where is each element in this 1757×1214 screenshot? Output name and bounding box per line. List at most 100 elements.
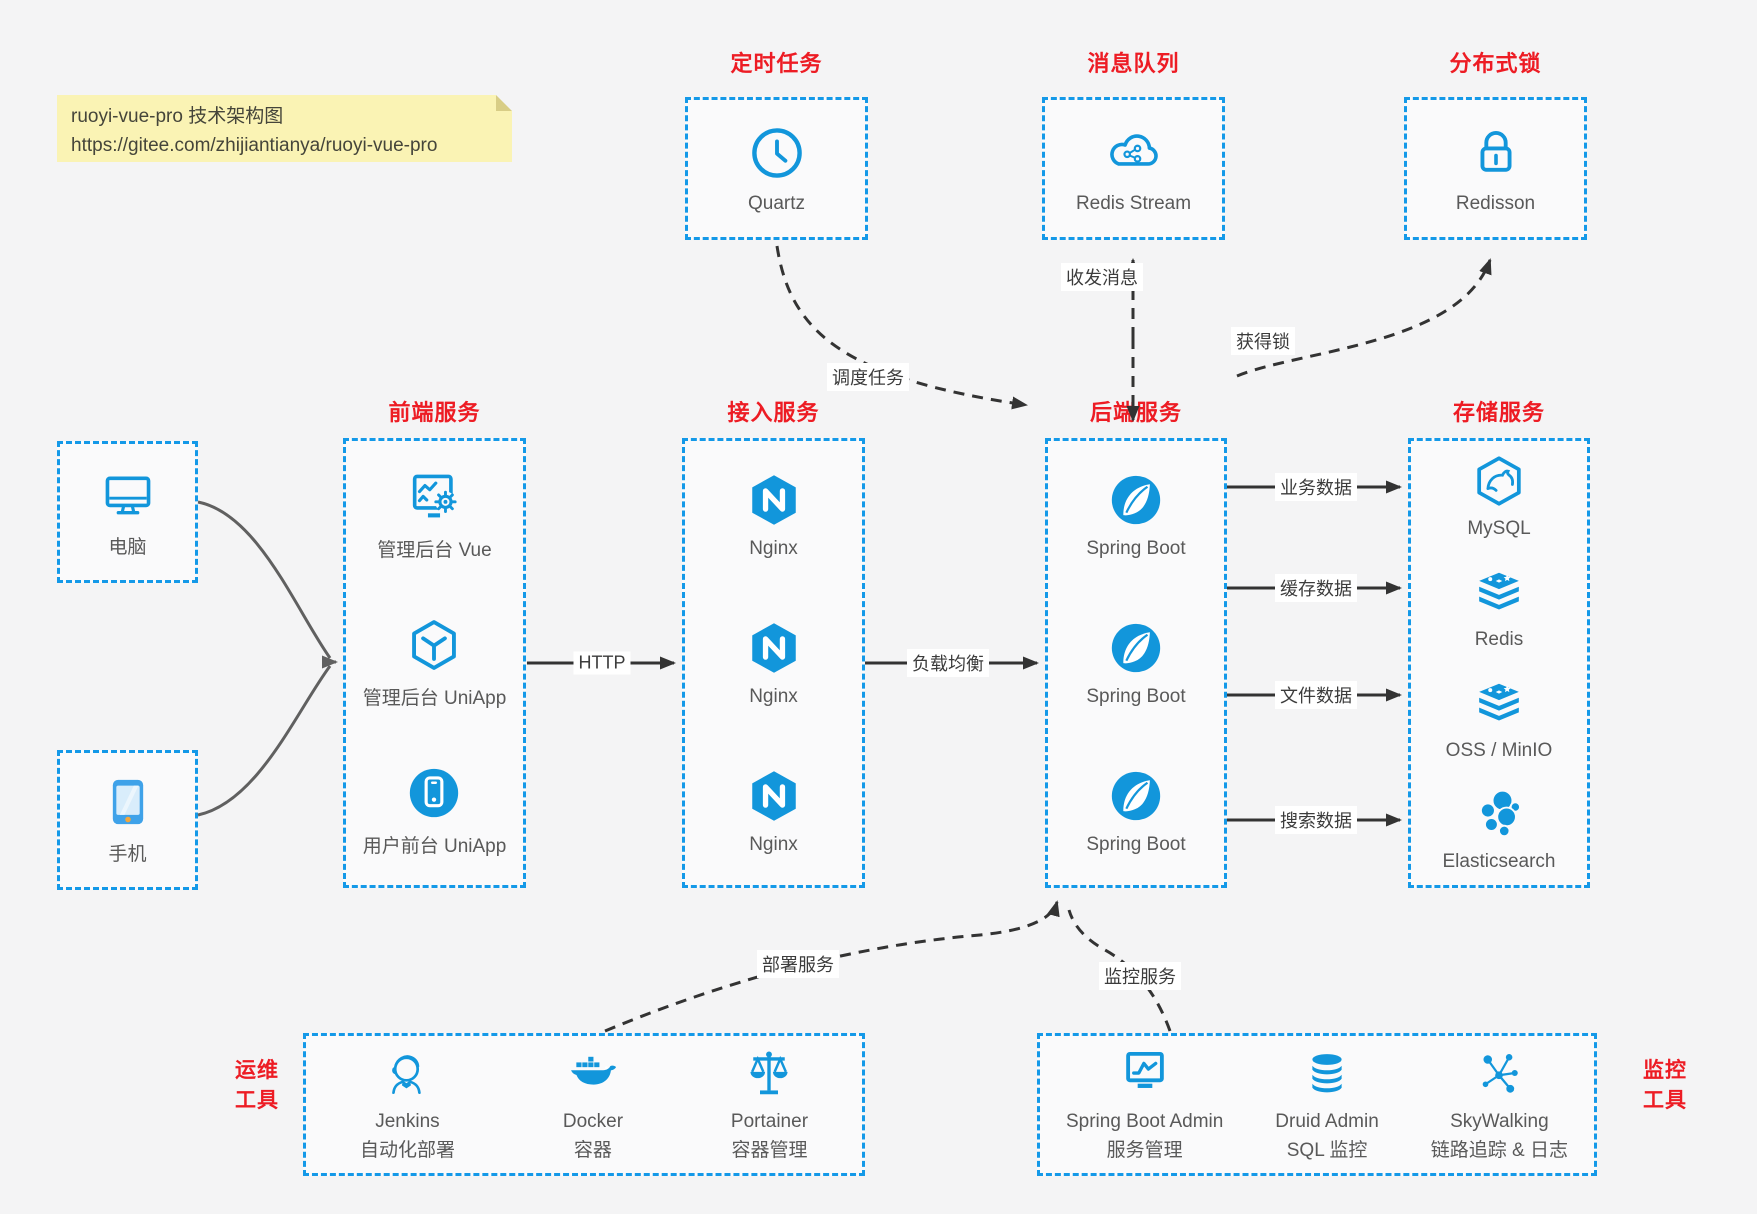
- node-label: Quartz: [747, 193, 806, 214]
- spring-boot-icon: [1107, 471, 1165, 529]
- spring-boot-icon: [1107, 619, 1165, 677]
- edge-label-message: 收发消息: [1061, 263, 1143, 291]
- node-redisson: Redisson: [1456, 122, 1535, 215]
- node-mysql: MySQL: [1467, 453, 1531, 540]
- node-sublabel: 容器: [573, 1139, 612, 1161]
- node-mobile: 手机: [100, 774, 156, 866]
- node-spring-boot-2: Spring Boot: [1086, 619, 1186, 708]
- node-quartz: Quartz: [746, 122, 808, 215]
- column-title-gateway: 接入服务: [727, 400, 820, 425]
- node-label: 管理后台 Vue: [377, 540, 492, 561]
- desktop-icon: [99, 465, 157, 523]
- node-druid-admin: Druid Admin SQL 监控: [1275, 1046, 1379, 1163]
- node-label: 管理后台 UniApp: [362, 688, 507, 709]
- edge-label-monitor: 监控服务: [1099, 962, 1181, 990]
- uniapp-cube-icon: [405, 616, 463, 674]
- node-nginx-3: Nginx: [745, 767, 803, 856]
- ops-title-line2: 工具: [235, 1089, 279, 1113]
- node-label: Redisson: [1455, 193, 1536, 214]
- clock-icon: [746, 122, 808, 184]
- node-label: Nginx: [749, 833, 798, 855]
- node-label: 用户前台 UniApp: [362, 836, 507, 857]
- skywalking-icon: [1472, 1046, 1526, 1100]
- node-label: Redis: [1474, 629, 1524, 650]
- node-sublabel: 容器管理: [731, 1139, 808, 1161]
- node-label: Nginx: [749, 537, 798, 559]
- spring-boot-admin-icon: [1118, 1046, 1172, 1100]
- node-redis-stream: Redis Stream: [1076, 122, 1191, 215]
- box-redisson: Redisson: [1404, 97, 1587, 240]
- column-title-backend: 后端服务: [1089, 400, 1182, 425]
- edge-label-file-data: 文件数据: [1275, 681, 1357, 709]
- elasticsearch-icon: [1471, 786, 1527, 842]
- node-sublabel: SQL 监控: [1286, 1139, 1368, 1161]
- edge-label-cache-data: 缓存数据: [1275, 574, 1357, 602]
- redis-icon: [1471, 564, 1527, 620]
- group-title-distributed-lock: 分布式锁: [1449, 51, 1542, 76]
- node-portainer: Portainer 容器管理: [731, 1046, 808, 1163]
- node-oss-minio: OSS / MinIO: [1445, 675, 1553, 762]
- arrow-mobile-to-frontend: [197, 665, 332, 817]
- redis-stream-cloud-icon: [1102, 122, 1164, 184]
- box-redis-stream: Redis Stream: [1042, 97, 1225, 240]
- user-app-icon: [405, 764, 463, 822]
- jenkins-icon: [380, 1046, 434, 1100]
- box-gateway-services: Nginx Nginx Nginx: [682, 438, 865, 888]
- box-monitor-tools: Spring Boot Admin 服务管理 Druid Admin SQL 监…: [1037, 1033, 1597, 1176]
- node-label: Spring Boot: [1086, 833, 1186, 855]
- node-sublabel: 服务管理: [1106, 1139, 1183, 1161]
- edge-label-deploy: 部署服务: [757, 950, 839, 978]
- node-admin-uniapp: 管理后台 UniApp: [362, 616, 507, 710]
- node-label: Spring Boot: [1086, 685, 1186, 707]
- node-label: Nginx: [749, 685, 798, 707]
- node-label: OSS / MinIO: [1445, 740, 1553, 761]
- group-title-monitor-tools: 监控 工具: [1636, 1056, 1694, 1117]
- node-desktop: 电脑: [99, 465, 157, 559]
- admin-vue-icon: [405, 468, 463, 526]
- node-spring-boot-3: Spring Boot: [1086, 767, 1186, 856]
- node-user-uniapp: 用户前台 UniApp: [362, 764, 507, 858]
- box-storage-services: MySQL Redis OSS / MinIO Elasticsearch: [1408, 438, 1590, 888]
- node-spring-boot-admin: Spring Boot Admin 服务管理: [1066, 1046, 1223, 1163]
- node-label: Jenkins: [375, 1110, 440, 1132]
- node-skywalking: SkyWalking 链路追踪 & 日志: [1431, 1046, 1568, 1163]
- arrow-get-lock: [1236, 258, 1492, 378]
- node-nginx-2: Nginx: [745, 619, 803, 708]
- group-title-message-queue: 消息队列: [1087, 51, 1180, 76]
- node-spring-boot-1: Spring Boot: [1086, 471, 1186, 560]
- node-label: Spring Boot: [1086, 537, 1186, 559]
- node-label: SkyWalking: [1450, 1110, 1549, 1132]
- node-label: Portainer: [730, 1110, 809, 1132]
- node-label: 手机: [108, 844, 147, 865]
- note-url: https://gitee.com/zhijiantianya/ruoyi-vu…: [71, 134, 438, 156]
- monitor-title-line2: 工具: [1643, 1089, 1687, 1113]
- box-mobile: 手机: [57, 750, 198, 890]
- node-label: Docker: [562, 1110, 624, 1132]
- column-title-frontend: 前端服务: [388, 400, 481, 425]
- node-redis: Redis: [1471, 564, 1527, 651]
- docker-icon: [566, 1046, 620, 1100]
- node-elasticsearch: Elasticsearch: [1443, 786, 1556, 873]
- node-label: Redis Stream: [1075, 193, 1192, 214]
- node-label: Spring Boot Admin: [1065, 1110, 1224, 1132]
- note-fold-corner: [496, 95, 512, 111]
- edge-label-http: HTTP: [573, 651, 631, 675]
- druid-icon: [1300, 1046, 1354, 1100]
- mysql-icon: [1471, 453, 1527, 509]
- node-sublabel: 链路追踪 & 日志: [1430, 1139, 1568, 1161]
- node-sublabel: 自动化部署: [359, 1139, 455, 1161]
- nginx-icon: [745, 619, 803, 677]
- oss-minio-icon: [1471, 675, 1527, 731]
- sticky-note: ruoyi-vue-pro 技术架构图 https://gitee.com/zh…: [57, 95, 512, 162]
- node-label: Druid Admin: [1275, 1110, 1379, 1132]
- node-label: 电脑: [108, 537, 147, 558]
- edge-label-lock: 获得锁: [1231, 327, 1295, 355]
- box-quartz: Quartz: [685, 97, 868, 240]
- box-frontend-services: 管理后台 Vue 管理后台 UniApp 用户前台 UniApp: [343, 438, 526, 888]
- box-backend-services: Spring Boot Spring Boot Spring Boot: [1045, 438, 1227, 888]
- node-label: MySQL: [1467, 518, 1531, 539]
- nginx-icon: [745, 471, 803, 529]
- note-title: ruoyi-vue-pro 技术架构图: [71, 106, 284, 127]
- ops-title-line1: 运维: [235, 1059, 279, 1082]
